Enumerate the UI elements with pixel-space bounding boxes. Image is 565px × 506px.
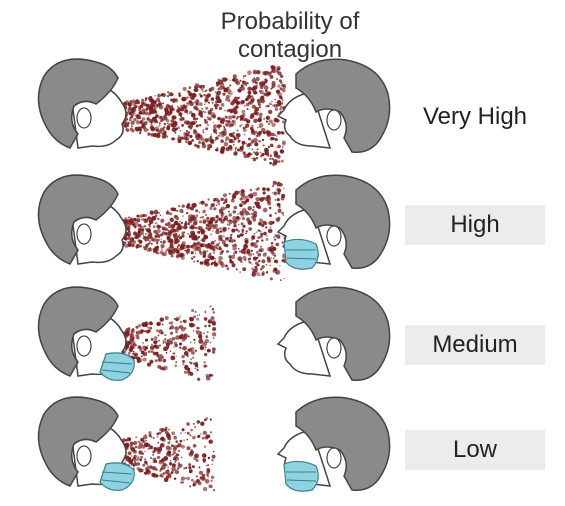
scenario-illustration: [37, 286, 391, 382]
emitter-head: [37, 174, 127, 265]
title-line-1: Probability of: [220, 8, 360, 35]
diagram-title: Probability of contagion: [170, 8, 410, 64]
emitter-mask: [99, 352, 135, 381]
title-line-2: contagion: [237, 36, 343, 63]
emitter-head: [37, 58, 127, 149]
scenario-row: [0, 164, 565, 282]
probability-level-label: Very High: [422, 103, 528, 130]
scenario-illustration: [37, 396, 391, 492]
scenario-illustration: [37, 174, 391, 282]
probability-level-label: Medium: [405, 325, 545, 365]
receiver-head: [276, 286, 391, 382]
emitter-mask: [99, 462, 135, 491]
scenario-row: [0, 276, 565, 386]
droplet-cloud: [108, 65, 287, 167]
receiver-head: [276, 58, 391, 154]
scenario-row: [0, 48, 565, 167]
receiver-mask: [283, 238, 319, 270]
probability-level-label: High: [405, 205, 545, 245]
receiver-mask: [283, 460, 319, 492]
scenario-row: [0, 386, 565, 496]
scenario-illustration: [37, 58, 391, 167]
droplet-cloud: [108, 180, 287, 282]
probability-level-label: Low: [405, 430, 545, 470]
